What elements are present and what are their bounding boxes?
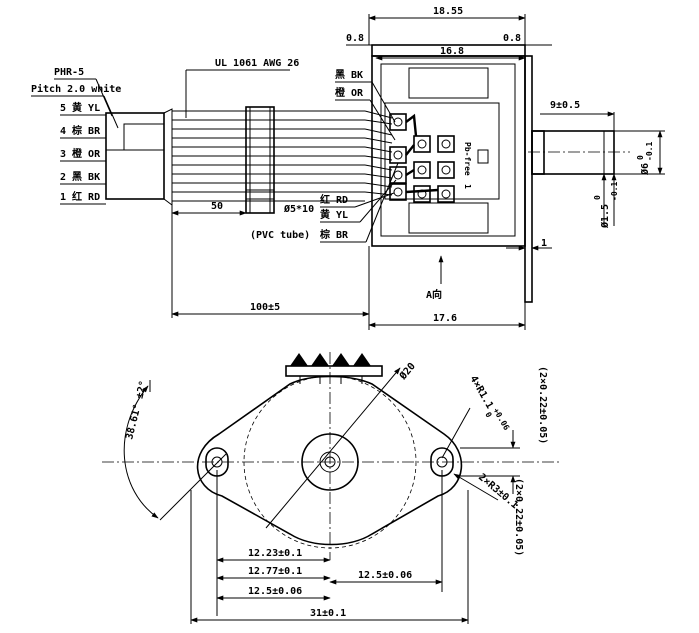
dim-overall-width: 18.55 — [433, 6, 463, 17]
shaft — [528, 130, 630, 175]
view-arrow-a: A向 — [426, 255, 444, 301]
dim-holes-tol-top: +0.06 — [491, 407, 511, 433]
wire-label-rd: 红 RD — [320, 193, 348, 206]
wire-label-or: 橙 OR — [335, 86, 364, 99]
dim-shaft-dia-tol-bottom: -0.1 — [645, 142, 654, 161]
dim-shaft-tip-tol-top: 0 — [593, 195, 602, 200]
wire-bundle — [172, 110, 365, 202]
dim-slot-right-top: (2×0.22±0.05) — [537, 366, 548, 444]
top-view: PHR-5 Pitch 2.0 white 5 黄 YL 4 棕 BR 3 橙 … — [31, 6, 665, 330]
dim-total-length: 100±5 — [250, 302, 280, 313]
dim-flange-left: 0.8 — [346, 33, 364, 44]
dim-slot-right-bottom: (2×0.22±0.05) — [513, 478, 524, 556]
mounting-plate — [524, 55, 533, 303]
dim-shaft-dia: Ø6 — [639, 163, 651, 176]
dim-wire-strip: 50 — [211, 201, 223, 212]
connector-name: PHR-5 — [54, 67, 84, 78]
pin-3-label: 3 橙 OR — [60, 147, 101, 160]
bottom-view: Ø20 38.61° ±2° 4×R1.1 +0.06 0 (2×0.22±0.… — [102, 352, 560, 624]
dim-12-5-left: 12.5±0.06 — [248, 586, 302, 597]
bottom-connector — [285, 353, 383, 384]
dim-angle: 38.61° ±2° — [124, 380, 149, 441]
dim-body-depth: 17.6 — [433, 313, 457, 324]
motor-body: Pb-free 1 — [371, 44, 526, 247]
pin-list: 5 黄 YL 4 棕 BR 3 橙 OR 2 黑 BK 1 红 RD — [60, 101, 106, 205]
dim-holes: 4×R1.1 — [467, 374, 495, 411]
wire-label-br: 棕 BR — [319, 228, 349, 241]
dim-shaft-tip-tol-bottom: -0.1 — [610, 182, 619, 201]
top-dimensions: 18.55 0.8 0.8 16.8 9±0.5 Ø6 0 -0.1 Ø1 — [171, 6, 665, 330]
solder-pads — [389, 113, 455, 203]
tube-size: Ø5*10 — [283, 203, 314, 215]
dim-diameter: Ø20 — [396, 360, 417, 382]
dim-body-width: 16.8 — [440, 46, 464, 57]
wire-spec: UL 1061 AWG 26 — [215, 58, 299, 69]
pin-1-label: 1 红 RD — [60, 190, 100, 203]
pin-5-label: 5 黄 YL — [60, 101, 100, 114]
pvc-tube — [245, 106, 275, 214]
flange-outline — [196, 375, 463, 546]
wire-fan — [364, 110, 393, 196]
wire-label-bk: 黑 BK — [335, 69, 363, 81]
connector-housing — [105, 108, 173, 206]
dim-12-77: 12.77±0.1 — [248, 566, 302, 577]
wire-label-yl: 黄 YL — [320, 208, 348, 221]
pcb-marking-pin1: 1 — [463, 184, 472, 189]
dim-holes-tol-bottom: 0 — [483, 411, 493, 420]
bottom-dimensions: 12.23±0.1 12.77±0.1 12.5±0.06 12.5±0.06 … — [190, 470, 469, 624]
pin-4-label: 4 棕 BR — [60, 124, 101, 137]
tube-note: (PVC tube) — [250, 230, 310, 241]
pcb-marking-pbfree: Pb-free — [463, 142, 472, 176]
view-arrow-label: A向 — [426, 288, 442, 301]
pin-2-label: 2 黑 BK — [60, 171, 100, 183]
dim-flange-right: 0.8 — [503, 33, 521, 44]
dim-shaft-tip-dia: Ø1.5 — [599, 204, 611, 229]
dim-shaft-length: 9±0.5 — [550, 100, 580, 111]
dim-plate-thickness: 1 — [541, 238, 547, 249]
dim-12-23: 12.23±0.1 — [248, 548, 302, 559]
dim-12-5-right: 12.5±0.06 — [358, 570, 412, 581]
dim-shaft-dia-tol-top: 0 — [636, 155, 645, 160]
dim-total-width: 31±0.1 — [310, 608, 346, 619]
connector-pitch: Pitch 2.0 white — [31, 83, 121, 95]
